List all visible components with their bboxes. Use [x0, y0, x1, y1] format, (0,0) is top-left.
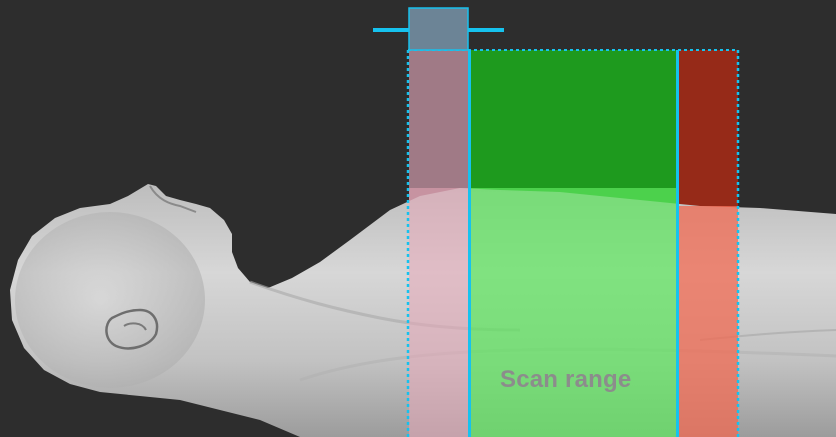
pre-scan-overlay — [409, 188, 469, 437]
scan-overlay — [470, 188, 677, 437]
scan-range-label: Scan range — [500, 366, 631, 394]
range-handle-icon[interactable] — [373, 8, 504, 50]
overscan-overlay — [678, 206, 738, 437]
